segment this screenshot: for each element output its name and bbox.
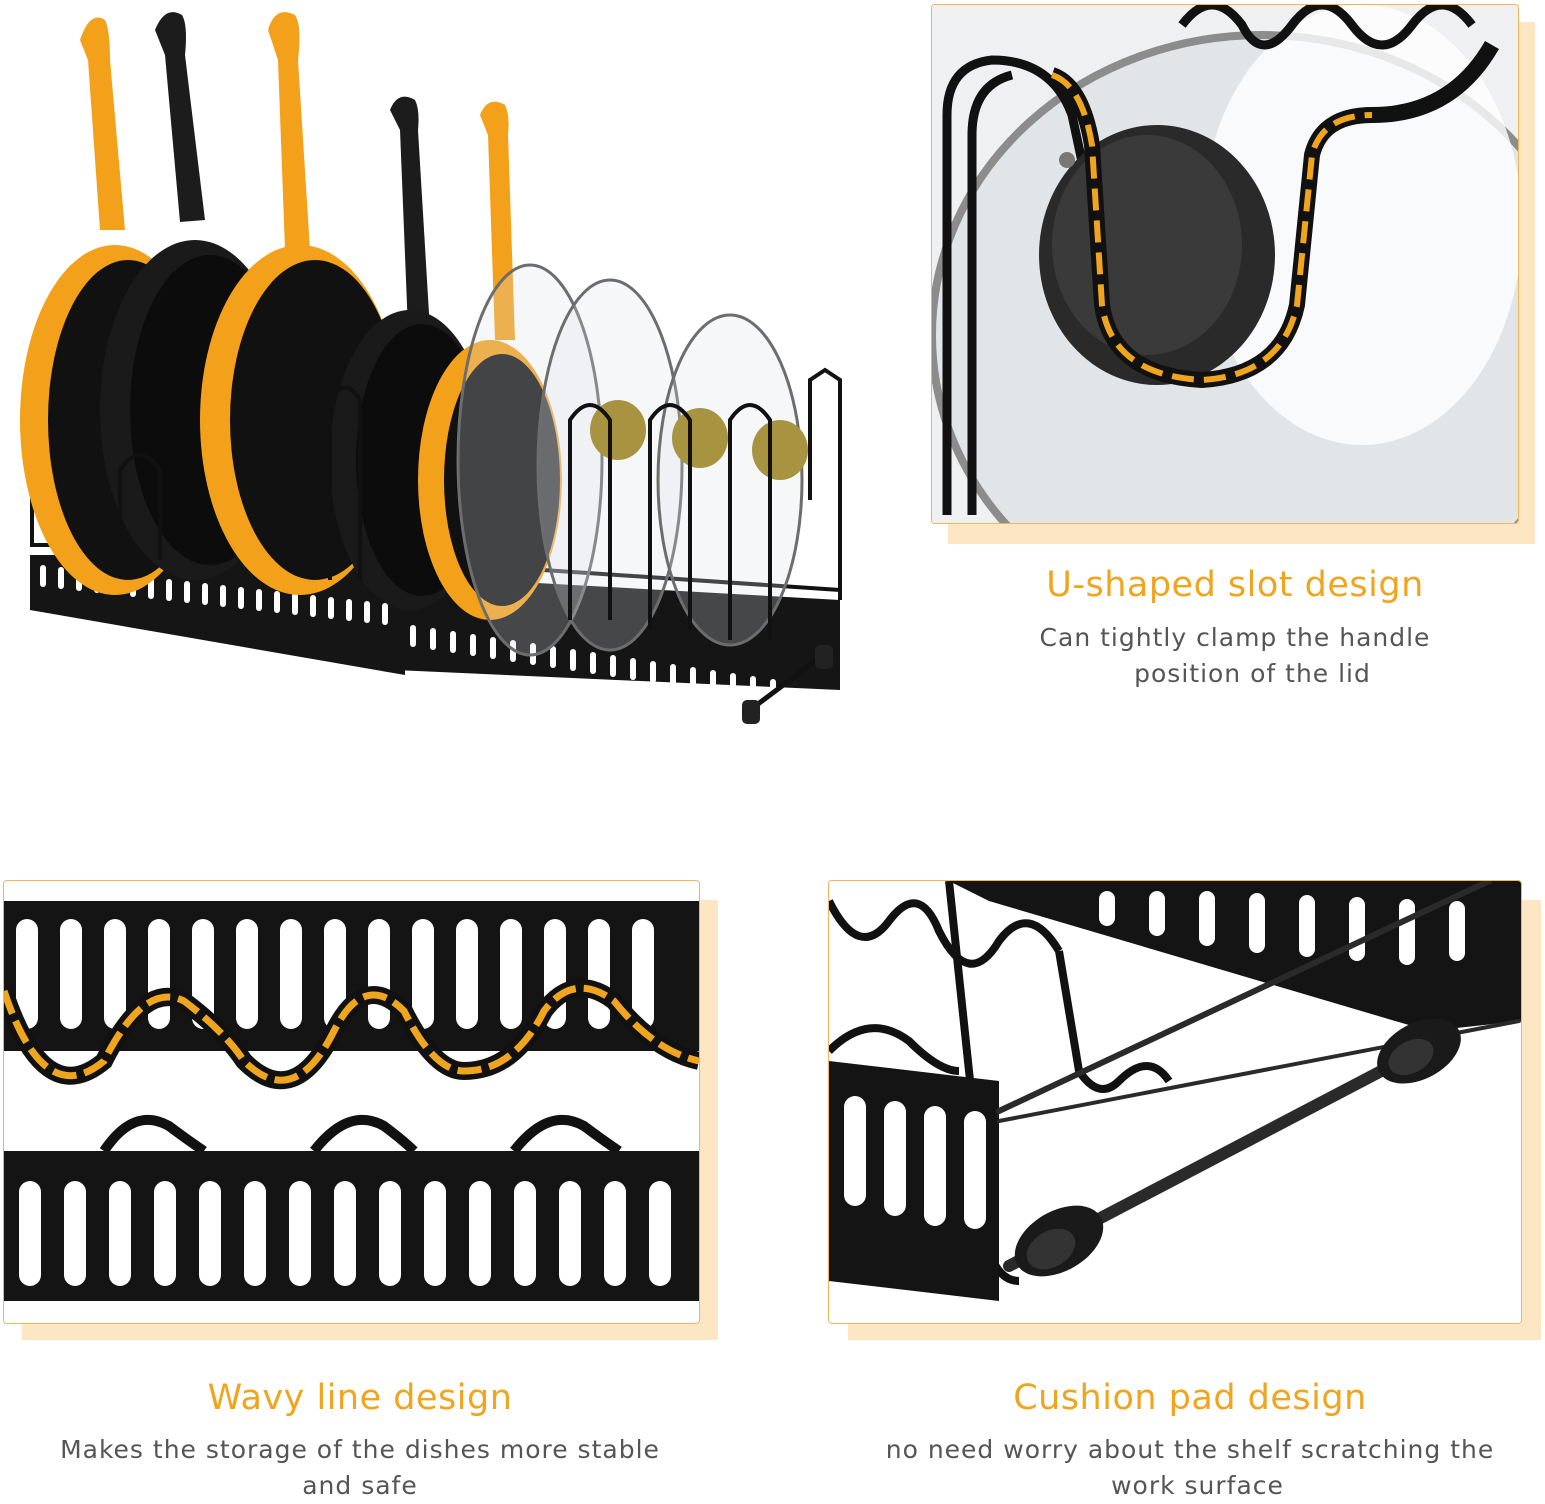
product-photo-main [10, 0, 850, 740]
cushion-pad-front [1014, 1205, 1104, 1277]
panel-cushion [828, 880, 1522, 1324]
wavy-desc-line1: Makes the storage of the dishes more sta… [60, 1435, 660, 1464]
u-slot-desc-line1: Can tightly clamp the handle [1039, 623, 1431, 652]
cushion-pad-back [1377, 1018, 1461, 1084]
glass-lids [456, 263, 804, 657]
panel-wavy [3, 880, 700, 1324]
cushion-desc-line2: work surface [1111, 1471, 1284, 1500]
cushion-title: Cushion pad design [1013, 1378, 1367, 1418]
wavy-desc-line2: and safe [302, 1471, 418, 1500]
cushion-desc-line1: no need worry about the shelf scratching… [885, 1435, 1495, 1464]
wavy-title: Wavy line design [207, 1378, 513, 1418]
u-slot-title: U-shaped slot design [1046, 565, 1424, 605]
pan-orange-3 [418, 101, 562, 620]
panel-u-slot [931, 4, 1519, 524]
rack-dividers [118, 385, 772, 640]
u-slot-desc-line2: position of the lid [1134, 659, 1371, 688]
